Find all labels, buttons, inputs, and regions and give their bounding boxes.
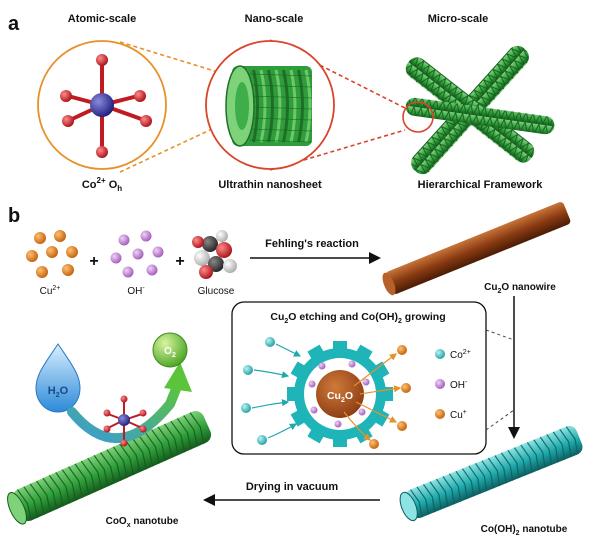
glucose-label: Glucose: [198, 286, 235, 297]
legend-label: Co2+: [450, 349, 471, 361]
glucose-molecule: [192, 230, 237, 279]
nanowire-label: Cu2O nanowire: [484, 282, 556, 295]
oxygen-atom: [62, 115, 74, 127]
oxygen-atoms: [60, 54, 152, 158]
legend-label: OH-: [450, 379, 468, 391]
small-cobalt-atom: [118, 414, 130, 426]
incoming-cobalt-ions: [241, 337, 302, 445]
plus-sign: +: [89, 253, 98, 270]
inset-connector: [485, 329, 515, 341]
cooh2-nanotube-label: Co(OH)2 nanotube: [481, 524, 568, 537]
nano-caption: Ultrathin nanosheet: [218, 179, 322, 191]
oxygen-atom: [60, 90, 72, 102]
hydroxide-label: OH-: [127, 285, 145, 297]
nano-scale-label: Nano-scale: [245, 13, 304, 25]
cobalt-atom: [90, 93, 114, 117]
coox-nanotube: [7, 411, 212, 525]
arrow-head: [164, 362, 192, 392]
oxygen-bubble: [152, 332, 188, 368]
water-label: H2O: [48, 385, 69, 399]
inset-legend: Co2+ OH- Cu+: [435, 349, 471, 421]
water-drop: [35, 343, 81, 413]
atomic-scale-label: Atomic-scale: [68, 13, 136, 25]
small-oxygen-atoms: [103, 395, 147, 447]
oxygen-atom: [96, 146, 108, 158]
cu2o-nanowire: [382, 202, 571, 296]
coox-nanotube-label: CoOx nanotube: [106, 516, 179, 529]
panel-a-letter: a: [8, 13, 20, 35]
drying-label: Drying in vacuum: [246, 481, 339, 493]
legend-label: Cu+: [450, 409, 467, 421]
oxygen-atom: [96, 54, 108, 66]
inset-connector: [485, 409, 515, 431]
panel-b-letter: b: [8, 205, 20, 227]
cooh2-nanotube: [399, 426, 583, 522]
hydroxide-cluster: [110, 230, 164, 278]
legend-swatch: [435, 409, 445, 419]
outgoing-cu-ions: [343, 345, 411, 449]
atomic-caption: Co2+ Oh: [82, 176, 122, 193]
oxygen-atom: [140, 115, 152, 127]
cu-ion-label: Cu2+: [40, 285, 61, 297]
nanosheet-tube: [225, 65, 313, 147]
hierarchical-framework: [405, 45, 555, 175]
cu2o-core: [316, 370, 364, 418]
micro-caption: Hierarchical Framework: [418, 179, 544, 191]
legend-swatch: [435, 379, 445, 389]
cu-ion-cluster: [26, 230, 78, 278]
micro-scale-label: Micro-scale: [428, 13, 489, 25]
oxygen-label: O2: [164, 346, 176, 359]
magnify-circle: [402, 101, 434, 133]
inner-hydroxides: [308, 360, 370, 428]
fehling-label: Fehling's reaction: [265, 238, 359, 250]
inset-title: Cu2O etching and Co(OH)2 growing: [270, 311, 445, 325]
plus-sign: +: [175, 253, 184, 270]
legend-swatch: [435, 349, 445, 359]
oxygen-atom: [134, 90, 146, 102]
core-label: Cu2O: [327, 390, 353, 404]
